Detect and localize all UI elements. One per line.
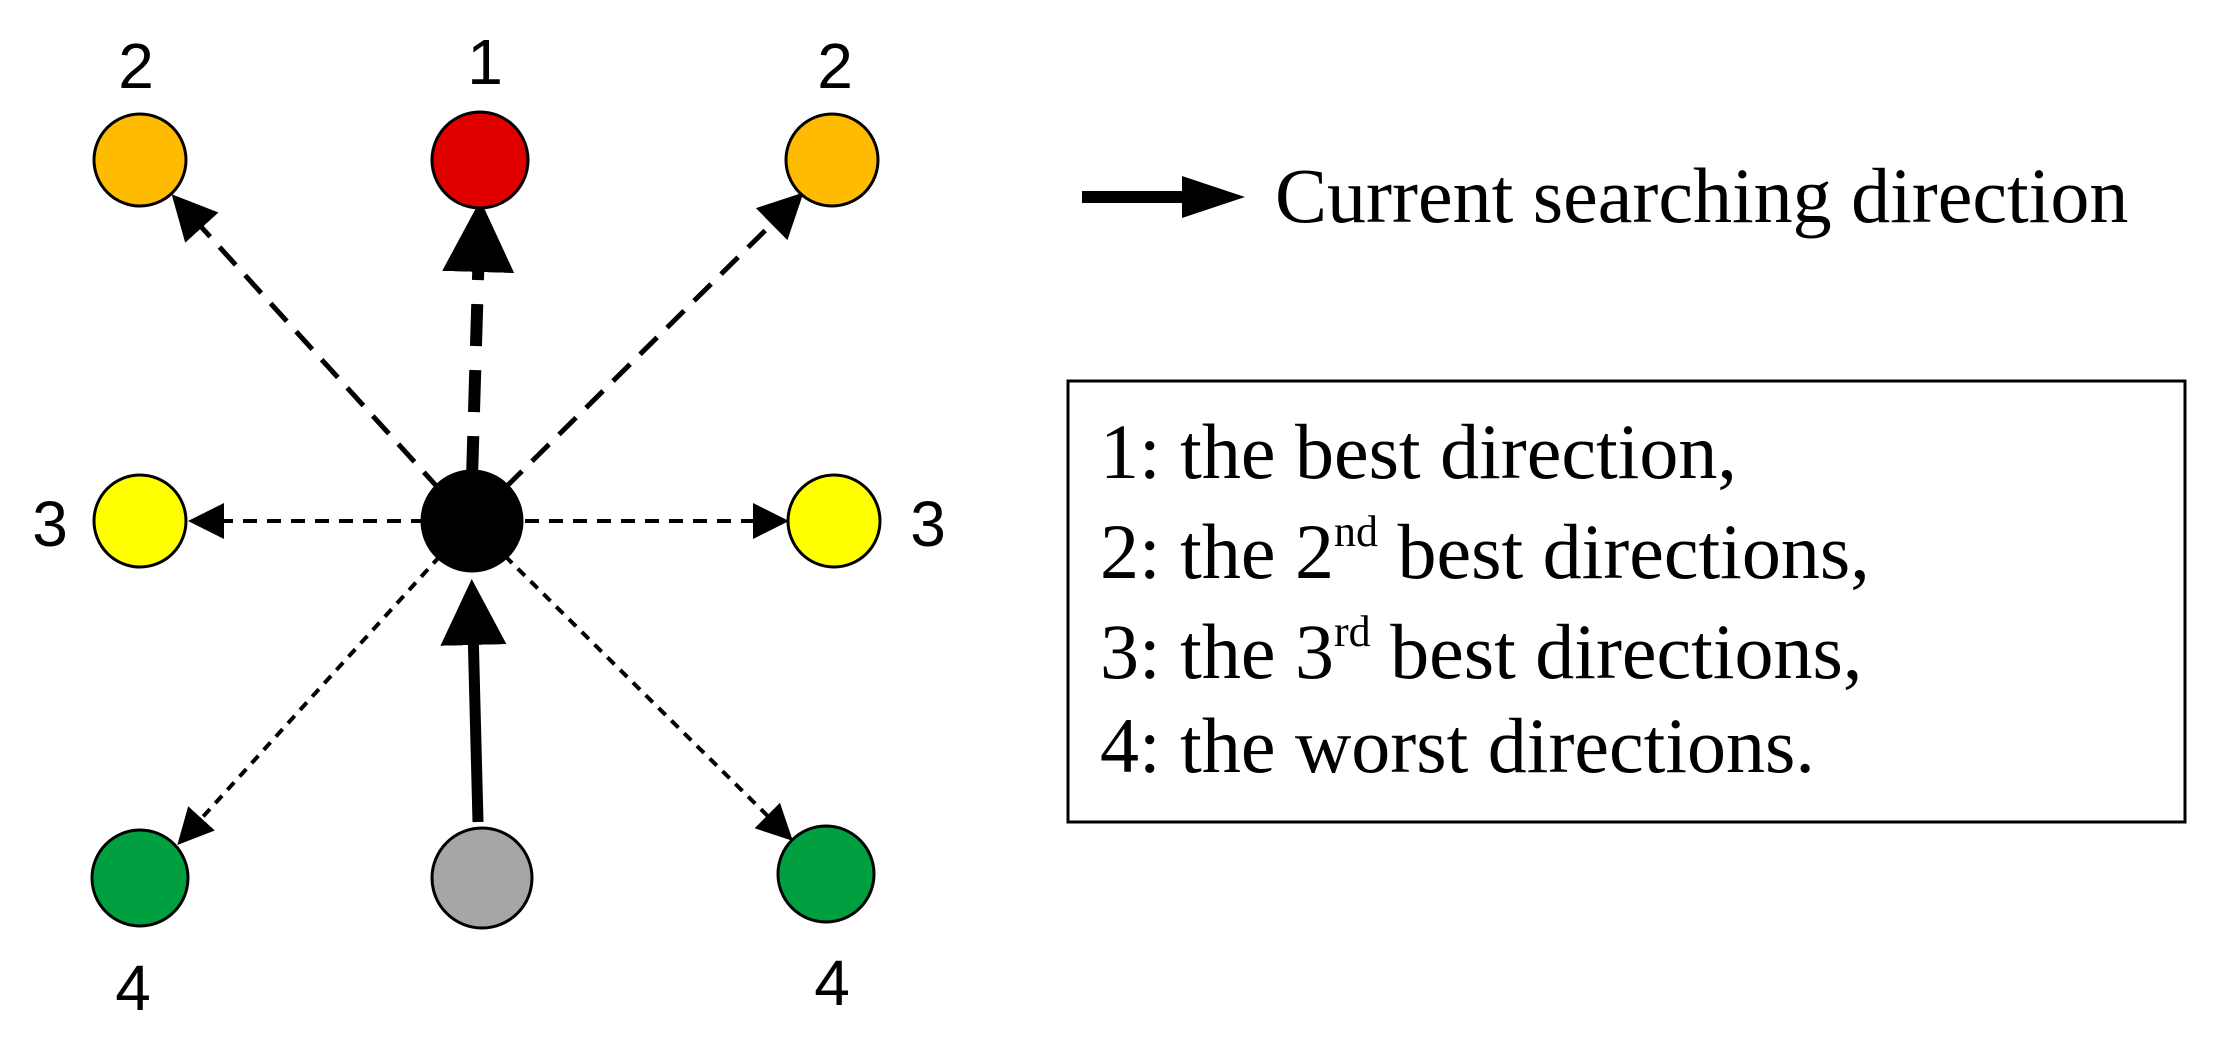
legend: Current searching direction [1082, 152, 2128, 239]
label-bottom-right: 4 [814, 947, 850, 1019]
label-top-left: 2 [118, 30, 154, 102]
arrow-to-bottom-right [503, 554, 793, 841]
label-top: 1 [467, 26, 503, 98]
description-line-4-num: 4 [1100, 702, 1139, 789]
arrow-to-bottom-left [177, 554, 442, 845]
description-border [1066, 379, 2187, 824]
arrow-to-top-right [503, 192, 804, 490]
description-line-3-pre: : the 3 [1139, 608, 1334, 695]
description-line-2-sup: nd [1334, 507, 1378, 556]
description-line-2-num: 2 [1100, 508, 1139, 595]
node-center [420, 469, 524, 573]
node-bottom-left [90, 828, 190, 928]
description-box: 1: the best direction, 2: the 2nd best d… [1066, 379, 2187, 824]
arrow-to-top-left [171, 194, 442, 492]
label-bottom-left: 4 [115, 952, 151, 1024]
node-top-left [92, 112, 188, 208]
description-line-3: 3: the 3rd best directions, [1100, 607, 1862, 695]
description-line-2-post: best directions, [1378, 508, 1870, 595]
node-left [92, 473, 188, 569]
legend-label: Current searching direction [1275, 152, 2128, 239]
label-right: 3 [910, 488, 946, 560]
label-top-right: 2 [817, 30, 853, 102]
node-bottom [430, 826, 534, 930]
description-line-2-pre: : the 2 [1139, 508, 1334, 595]
legend-arrowhead-icon [1182, 176, 1245, 218]
description-line-3-post: best directions, [1371, 608, 1863, 695]
node-top [430, 110, 530, 210]
node-top-right [784, 112, 880, 208]
node-bottom-right [776, 824, 876, 924]
description-line-1: 1: the best direction, [1100, 408, 1737, 495]
description-line-2: 2: the 2nd best directions, [1100, 507, 1870, 595]
description-line-4-text: : the worst directions. [1139, 702, 1815, 789]
current-direction-arrow [440, 579, 507, 823]
node-right [786, 473, 882, 569]
arrow-to-top [442, 200, 515, 479]
description-line-4: 4: the worst directions. [1100, 702, 1815, 789]
description-line-3-num: 3 [1100, 608, 1139, 695]
description-line-1-num: 1 [1100, 408, 1139, 495]
description-line-1-text: : the best direction, [1139, 408, 1737, 495]
description-line-3-sup: rd [1334, 607, 1371, 656]
label-left: 3 [32, 488, 68, 560]
